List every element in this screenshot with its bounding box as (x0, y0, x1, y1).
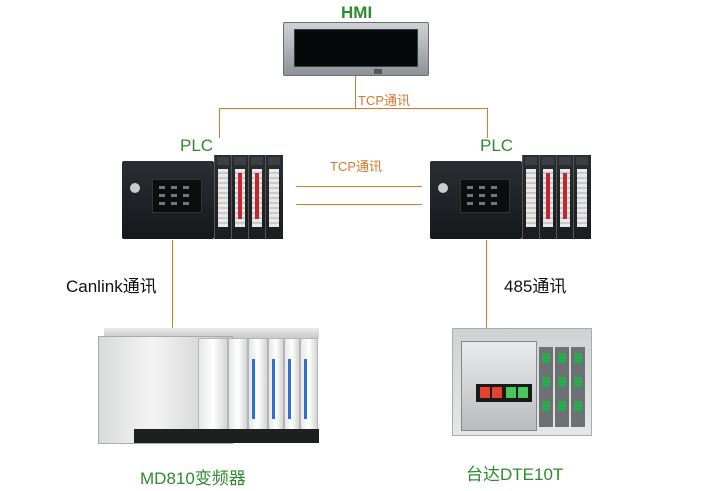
hmi-device (283, 22, 429, 76)
hmi-label: HMI (341, 3, 373, 22)
plc-plc-link-label: TCP通讯 (330, 159, 383, 174)
delta-label: 台达DTE10T (466, 465, 564, 484)
hmi-plc-line-right-drop (487, 108, 488, 138)
hmi-screen (294, 29, 418, 67)
plc-left-device (122, 155, 283, 240)
plc-plc-line-2 (296, 204, 422, 205)
plc-inverter-line (172, 240, 173, 328)
plc-delta-link-label: 485通讯 (504, 277, 567, 296)
hmi-plc-line-left-drop (219, 108, 220, 138)
hmi-plc-line-horizontal (219, 108, 487, 109)
hmi-plc-link-label: TCP通讯 (358, 93, 411, 108)
plc-inverter-link-label: Canlink通讯 (66, 277, 157, 296)
plc-right-device (430, 155, 591, 240)
plc-delta-line (486, 240, 487, 330)
hmi-plc-line-vertical-top (355, 76, 356, 108)
plc-right-label: PLC (480, 136, 514, 155)
delta-dte10t-device (452, 328, 592, 436)
md810-inverter-device (98, 328, 323, 446)
inverter-label: MD810变频器 (140, 469, 246, 488)
plc-left-label: PLC (180, 136, 214, 155)
plc-plc-line-1 (296, 186, 422, 187)
